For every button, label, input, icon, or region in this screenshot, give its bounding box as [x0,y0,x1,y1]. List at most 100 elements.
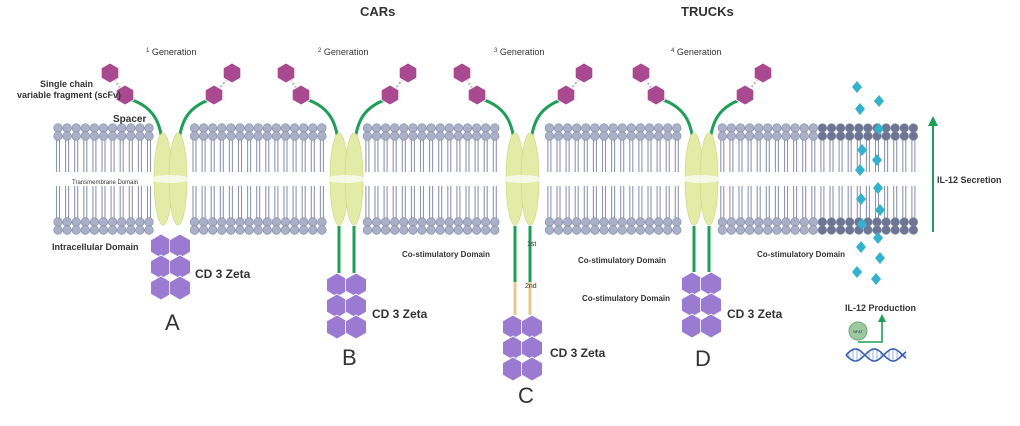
lipid-head [189,225,200,235]
lipid-head [835,217,846,227]
lipid-head [490,131,500,141]
lipid-head [908,131,919,141]
lipid-head [553,131,564,141]
lipid-head [890,217,900,227]
il12-molecule [871,273,881,285]
lipid-head [835,123,846,133]
il12-molecule [852,81,862,93]
lipid-head [754,225,764,235]
generation-word: Generation [500,47,545,57]
il12-molecule [874,123,884,135]
cd3-zeta-unit [700,292,722,318]
lipid-head [672,131,682,141]
lipid-head [308,225,318,235]
lipid-head [444,217,454,227]
cd3-zeta-unit [345,314,367,340]
lipid-head [653,131,664,141]
lipid-head [553,217,564,227]
lipid-head [435,123,445,133]
lipid-head [317,225,327,235]
lipid-head [644,217,655,227]
lipid-head [417,225,427,235]
lipid-head [426,225,436,235]
lipid-head [635,225,646,235]
lipid-head [271,217,282,227]
scfv-domain [646,84,666,106]
lipid-head [581,131,591,141]
lipid-head [208,123,218,133]
lipid-head [135,225,145,235]
lipid-head [744,225,755,235]
lipid-head [772,123,782,133]
lipid-head [835,131,846,141]
lipid-head [799,131,809,141]
lipid-head [672,217,682,227]
lipid-head [717,131,727,141]
lipid-head [490,123,500,133]
lipid-head [462,225,473,235]
lipid-head [299,225,309,235]
nfat-label: NFAT [853,329,863,334]
cd3zeta-label-b: CD 3 Zeta [372,307,428,321]
lipid-head [53,217,63,227]
il12-molecule [852,266,862,278]
lipid-head [717,123,727,133]
cars-heading: CARs [360,4,395,19]
lipid-head [71,131,81,141]
lipid-head [735,217,746,227]
lipid-head [635,131,646,141]
svg-text:4 Generation: 4 Generation [671,47,721,57]
car-receptors [100,62,773,382]
lipid-head [299,123,309,133]
lipid-head [462,123,473,133]
lipid-head [126,131,136,141]
lipid-head [235,123,245,133]
lipid-head [199,225,209,235]
lipid-head [135,217,145,227]
il12-secretion-label: IL-12 Secretion [937,175,1002,185]
lipid-head [408,217,418,227]
lipid-head [572,225,582,235]
lipid-head [672,123,682,133]
lipid-head [399,217,409,227]
lipid-head [317,123,327,133]
lipid-head [53,123,63,133]
lipid-head [845,131,855,141]
lipid-head [481,123,491,133]
lipid-head [890,225,900,235]
lipid-head [107,217,118,227]
lipid-head [390,123,400,133]
lipid-head [644,131,655,141]
lipid-head [881,225,891,235]
lipid-head [663,131,673,141]
lipid-head [462,217,473,227]
lipid-head [117,131,127,141]
lipid-head [644,225,655,235]
lipid-head [899,217,909,227]
lipid-head [826,131,837,141]
lipid-head [235,225,245,235]
lipid-head [626,123,636,133]
lipid-head [189,131,200,141]
lipid-head [599,131,609,141]
lipid-head [381,225,391,235]
lipid-head [617,131,627,141]
lipid-head [544,123,555,133]
lipid-head [653,123,664,133]
lipid-head [763,131,773,141]
lipid-head [754,123,764,133]
lipid-head [117,217,127,227]
lipid-head [280,123,291,133]
costim-label-3rd: Co-stimulatory Domain [402,250,490,259]
lipid-head [262,217,272,227]
transmembrane-glow [326,175,366,183]
panel-letter-a: A [165,310,180,335]
lipid-head [726,131,737,141]
lipid-head [899,225,909,235]
lipid-head [808,225,818,235]
lipid-head [199,217,209,227]
cd3-zeta-unit [502,314,524,340]
il12-molecule [857,218,867,230]
lipid-head [544,225,555,235]
il12-production-label: IL-12 Production [845,303,916,313]
